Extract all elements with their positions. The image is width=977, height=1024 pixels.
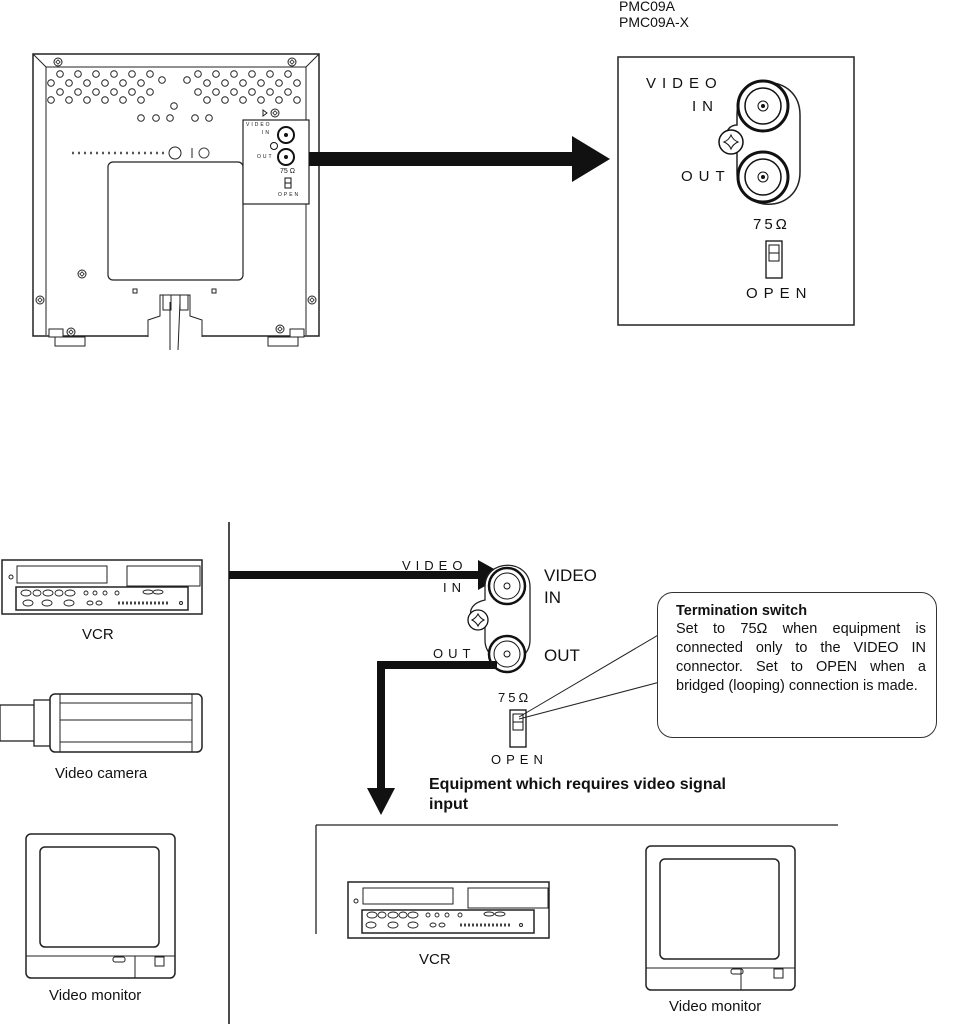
model-label-2: PMC09A-X bbox=[619, 14, 690, 30]
source-monitor-label: Video monitor bbox=[49, 987, 142, 1004]
source-monitor-illustration bbox=[25, 833, 176, 979]
small-ohm-label: 75 Ω bbox=[280, 168, 295, 175]
detail-out-label: OUT bbox=[681, 168, 731, 185]
detail-ohm-label: 75Ω bbox=[753, 216, 790, 233]
conn-ohm-label: 75Ω bbox=[498, 690, 532, 705]
out-caption: OUT bbox=[544, 646, 580, 665]
callout-body: Set to 75Ω when equipment is connected o… bbox=[676, 621, 926, 694]
target-vcr-label: VCR bbox=[419, 951, 451, 968]
equipment-bracket bbox=[315, 824, 838, 934]
source-vcr-label: VCR bbox=[82, 626, 114, 643]
source-camera-label: Video camera bbox=[55, 765, 148, 782]
termination-switch-callout: Termination switch Set to 75Ω when equip… bbox=[657, 592, 937, 738]
conn-in-label: IN bbox=[443, 580, 466, 595]
video-camera-illustration bbox=[0, 693, 203, 753]
monitor-rear-view bbox=[32, 53, 320, 351]
conn-open-label: OPEN bbox=[491, 752, 548, 767]
conn-out-label: OUT bbox=[433, 646, 476, 661]
callout-pointer bbox=[518, 633, 661, 720]
small-out-label: OUT bbox=[257, 154, 274, 160]
equipment-heading: Equipment which requires video signal in… bbox=[429, 776, 726, 813]
target-monitor-label: Video monitor bbox=[669, 998, 762, 1015]
arrow-to-detail bbox=[309, 136, 610, 182]
detail-video-label: VIDEO bbox=[646, 75, 723, 92]
target-monitor-illustration bbox=[645, 845, 796, 991]
small-open-label: OPEN bbox=[278, 192, 301, 198]
video-in-caption-in: IN bbox=[544, 588, 561, 607]
source-vcr-illustration bbox=[1, 559, 203, 615]
conn-video-label: VIDEO bbox=[402, 558, 468, 573]
detail-open-label: OPEN bbox=[746, 285, 813, 302]
connector-panel-bottom bbox=[467, 564, 531, 748]
callout-title: Termination switch bbox=[676, 603, 808, 619]
output-signal-arrow bbox=[367, 661, 497, 815]
connector-panel-detail bbox=[617, 56, 855, 326]
small-video-label: VIDEO bbox=[246, 122, 272, 128]
model-label-1: PMC09A bbox=[619, 0, 676, 14]
target-vcr-illustration bbox=[347, 881, 550, 939]
video-in-caption-video: VIDEO bbox=[544, 566, 597, 585]
small-in-label: IN bbox=[262, 130, 271, 136]
detail-in-label: IN bbox=[692, 98, 719, 115]
